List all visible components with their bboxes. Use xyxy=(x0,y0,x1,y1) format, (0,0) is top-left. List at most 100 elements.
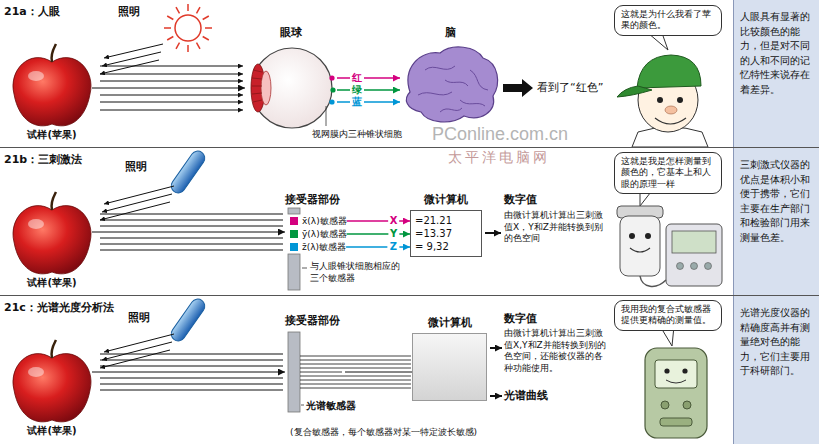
brain-folds xyxy=(418,66,488,112)
sample-apple: 试样(苹果) xyxy=(12,45,92,141)
eyeball-outline xyxy=(252,48,332,128)
brain: 脑 xyxy=(400,26,500,124)
signal-line xyxy=(300,376,411,377)
light-rays xyxy=(100,334,174,368)
sun xyxy=(164,4,212,52)
sun-ray xyxy=(176,7,180,13)
part-heading: 接受器部份 xyxy=(285,193,375,207)
spectrophotometer-instrument xyxy=(645,348,707,438)
sun-ray xyxy=(203,37,209,41)
smile xyxy=(655,118,686,124)
side-note-text: 三刺激式仪器的优点是体积小和便于携带，它们主要在生产部门和检验部门用来测量色差。 xyxy=(740,158,813,245)
light-ray xyxy=(100,350,170,368)
sensor-signal-lines xyxy=(300,356,411,388)
light-line xyxy=(100,214,283,215)
light-ray xyxy=(104,334,174,352)
speech-bubble: 这就是我是怎样测量到颜色的，它基本上和人眼的原理一样 xyxy=(614,152,722,194)
light-line xyxy=(100,238,283,239)
bubble-tail xyxy=(648,33,668,50)
panel-title: 21c：光谱光度分析法 xyxy=(0,299,118,317)
connector xyxy=(92,232,285,233)
output-heading: 数字值 xyxy=(504,193,537,207)
result-label: 看到了“红色” xyxy=(537,81,603,95)
speech-bubble: 这就是为什么我看了苹果的颜色。 xyxy=(614,5,722,36)
bubble-text: 这就是为什么我看了苹果的颜色。 xyxy=(621,9,715,32)
sensor-square xyxy=(290,243,298,251)
part-heading: 脑 xyxy=(445,26,456,40)
sensor-label: z̄(λ)敏感器 xyxy=(302,241,346,253)
lamp xyxy=(169,148,208,195)
sensor-square xyxy=(290,230,298,238)
microcomputer-box: 微计算机=21.21=13.37= 9,32 xyxy=(410,193,482,257)
button xyxy=(677,263,684,270)
sample-apple: 试样(苹果) xyxy=(12,341,92,437)
connector xyxy=(92,372,285,373)
tristimulus-instrument xyxy=(617,206,722,286)
light-line xyxy=(100,102,243,103)
sun-ray xyxy=(167,16,173,20)
connector xyxy=(346,246,410,248)
sample-label: 试样(苹果) xyxy=(27,129,76,141)
output-description: 由微计算机计算出三刺激值X，Y和Z并能转换到别的色空间 xyxy=(504,210,608,245)
leader-line xyxy=(302,268,307,269)
boy-character xyxy=(617,55,708,147)
side-note: 三刺激式仪器的优点是体积小和便于携带，它们主要在生产部门和检验部门用来测量色差。 xyxy=(733,148,819,295)
sensor: ȳ(λ)敏感器 xyxy=(290,228,347,240)
sun-ray xyxy=(167,37,173,41)
instrument-screen xyxy=(655,360,697,388)
eye xyxy=(677,97,683,103)
sensor: x̄(λ)敏感器 xyxy=(290,215,347,227)
sun-ray xyxy=(203,16,209,20)
signal-line xyxy=(300,380,411,381)
light-line xyxy=(100,74,243,75)
light-ray xyxy=(102,52,161,66)
bubble-text: 这就是我是怎样测量到颜色的，它基本上和人眼的原理一样 xyxy=(621,156,715,190)
brain xyxy=(406,47,497,122)
signal-line xyxy=(300,368,411,369)
panel-band: 21c：光谱光度分析法试样(苹果)接受器部份微计算机我用我的复合式敏感器提供更精… xyxy=(0,296,819,444)
part-note: 与人眼锥状细胞相应的三个敏感器 xyxy=(310,261,402,284)
light-rays xyxy=(100,186,174,220)
watermark: 太平洋电脑网 xyxy=(448,150,550,165)
panel-title: 21a：人眼 xyxy=(0,3,64,21)
light-line xyxy=(100,66,243,67)
receptor-bar xyxy=(288,254,300,290)
tristimulus-value: =13.37 xyxy=(415,227,477,240)
signal-line xyxy=(300,388,411,389)
bubble-text: 我用我的复合式敏感器提供更精确的测量值。 xyxy=(621,304,715,327)
tristimulus-value: =21.21 xyxy=(415,214,477,227)
spectral-sensor-bar xyxy=(288,332,300,412)
button xyxy=(691,263,698,270)
sensor-label: x̄(λ)敏感器 xyxy=(302,215,347,227)
eye xyxy=(629,233,635,239)
panel-band: 21b：三刺激法试样(苹果)接受器部份x̄(λ)敏感器ȳ(λ)敏感器z̄(λ)敏… xyxy=(0,148,819,296)
output-heading: 光谱曲线 xyxy=(504,389,548,403)
apple xyxy=(13,340,91,422)
connector xyxy=(345,372,412,373)
signal-line xyxy=(300,384,411,385)
sun-ray xyxy=(197,43,201,49)
iris-stripes xyxy=(252,70,262,102)
part-label: 视网膜内三种锥状细胞 xyxy=(312,129,402,141)
sun-ray xyxy=(187,45,189,52)
lens xyxy=(261,71,271,105)
receptor-bar xyxy=(288,208,300,214)
button xyxy=(705,263,712,270)
light-line xyxy=(100,244,283,245)
side-note: 光谱光度仪器的精确度高并有测量绝对色的能力，它们主要用于科研部门。 xyxy=(733,296,819,444)
light-ray xyxy=(104,186,174,204)
sun-ray xyxy=(205,27,212,29)
eye xyxy=(657,97,663,103)
eyeball: 眼球 xyxy=(245,26,337,126)
sun-ray xyxy=(197,7,201,13)
connector xyxy=(337,89,400,91)
illumination-label: 照明 xyxy=(118,5,140,19)
cap xyxy=(637,55,701,88)
result-arrow xyxy=(503,79,533,97)
sample-label: 试样(苹果) xyxy=(27,425,76,437)
sample-apple: 试样(苹果) xyxy=(12,193,92,289)
microcomputer-frame xyxy=(412,333,487,401)
light-ray xyxy=(102,194,172,212)
part-heading: 眼球 xyxy=(280,26,302,40)
eye xyxy=(682,368,687,373)
